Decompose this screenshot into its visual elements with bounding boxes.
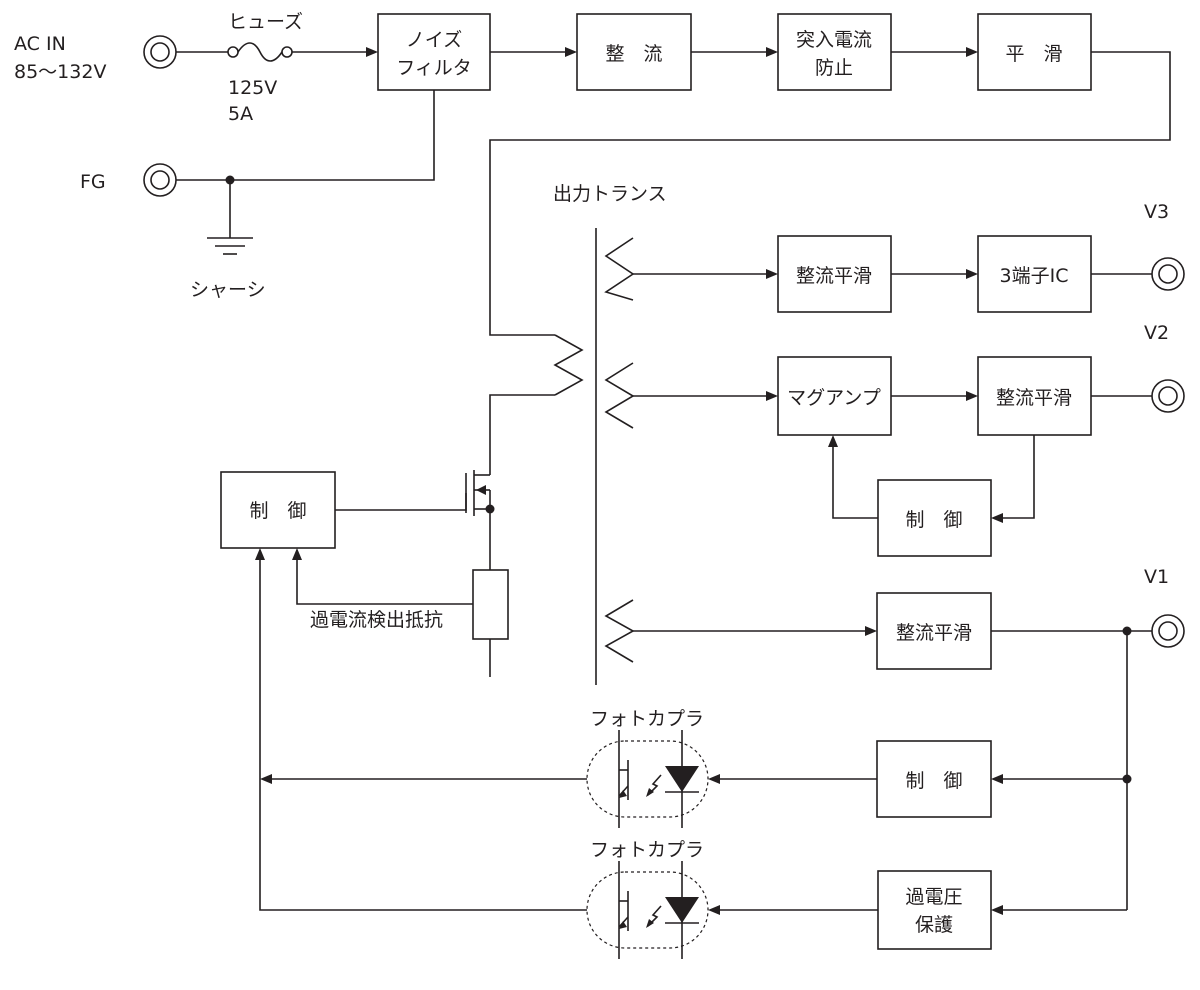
primary-control-block [220,471,336,549]
arrow-head [260,774,272,784]
arrow-head [991,513,1003,523]
v1-output-terminal [1151,614,1185,648]
rectifier-block [576,13,692,91]
inrush-label-line2: 防止 [815,57,853,79]
arrow-head [828,435,838,447]
gate-drive-wire [335,493,467,511]
v2-mag-amp-block [777,356,892,436]
fuse-label: ヒューズ [228,11,303,33]
photocoupler-lower-symbol [586,861,709,959]
photocoupler-upper-symbol [586,730,709,828]
v2-output-terminal [1151,379,1185,413]
photocoupler-lower-label: フォトカプラ [590,839,704,861]
arrow-head [565,47,577,57]
fuse-current: 5A [228,103,253,125]
arrow-head [991,774,1003,784]
arrow-head [708,905,720,915]
arrow-head [292,548,302,560]
ovp-label-line2: 保護 [915,914,953,936]
primary-control-label: 制 御 [249,500,306,522]
v3-rect-smooth-label: 整流平滑 [796,265,872,287]
wire [489,394,555,475]
v2-control-label: 制 御 [905,509,962,531]
v3-regulator-block [977,235,1092,313]
inrush-prevention-block [777,13,892,91]
v1-control-label: 制 御 [905,770,962,792]
v3-rect-smooth-block [777,235,892,313]
arrow-head [255,548,265,560]
arrow-head [966,47,978,57]
v2-rect-smooth-block [977,356,1092,436]
ac-in-range: 85〜132V [14,61,106,83]
v1-winding [604,599,635,663]
feedback-wire [259,560,587,911]
noise-filter-label-line2: フィルタ [396,57,472,79]
arrow-head [366,47,378,57]
noise-filter-label-line1: ノイズ [406,29,462,51]
v3-label: V3 [1144,201,1169,223]
arrow-head [966,269,978,279]
ac-in-terminal [143,35,177,69]
ground-symbol [207,237,253,255]
v3-winding [604,237,635,301]
arrow-head [708,774,720,784]
noise-filter-block [377,13,491,91]
v2-rect-smooth-label: 整流平滑 [996,387,1072,409]
v1-control-block [876,740,992,818]
ovp-block [877,870,992,950]
arrow-head [865,626,877,636]
ac-in-label: AC IN [14,33,66,55]
current-sense-wire [296,560,473,605]
current-sense-label: 過電流検出抵抗 [310,609,443,631]
wire [1002,435,1035,519]
primary-winding [553,334,584,396]
arrow-head [766,47,778,57]
v1-rect-smooth-label: 整流平滑 [896,622,972,644]
chassis-label: シャーシ [190,279,266,301]
v2-label: V2 [1144,322,1169,344]
v3-output-terminal [1151,257,1185,291]
v2-mag-amp-label: マグアンプ [787,387,881,409]
v3-regulator-label: 3端子IC [1000,265,1069,287]
fg-wire [176,90,435,181]
smoothing-label: 平 滑 [1005,43,1062,65]
fg-label: FG [80,171,106,193]
dc-bus-wire [489,51,1171,336]
fg-terminal [143,163,177,197]
arrow-head [966,391,978,401]
transformer-label: 出力トランス [553,183,667,205]
v2-control-block [877,479,992,557]
arrow-head [766,269,778,279]
wire [832,446,878,519]
arrow-head [766,391,778,401]
v2-winding [604,362,635,429]
fuse-symbol [227,42,293,62]
fuse-voltage: 125V [228,77,277,99]
v1-label: V1 [1144,566,1169,588]
current-sense-resistor [472,569,509,640]
arrow-head [991,905,1003,915]
photocoupler-upper-label: フォトカプラ [590,708,704,730]
v1-rect-smooth-block [876,592,992,670]
inrush-label-line1: 突入電流 [796,29,872,51]
rectifier-label: 整 流 [605,43,662,65]
ovp-label-line1: 過電圧 [905,886,962,908]
